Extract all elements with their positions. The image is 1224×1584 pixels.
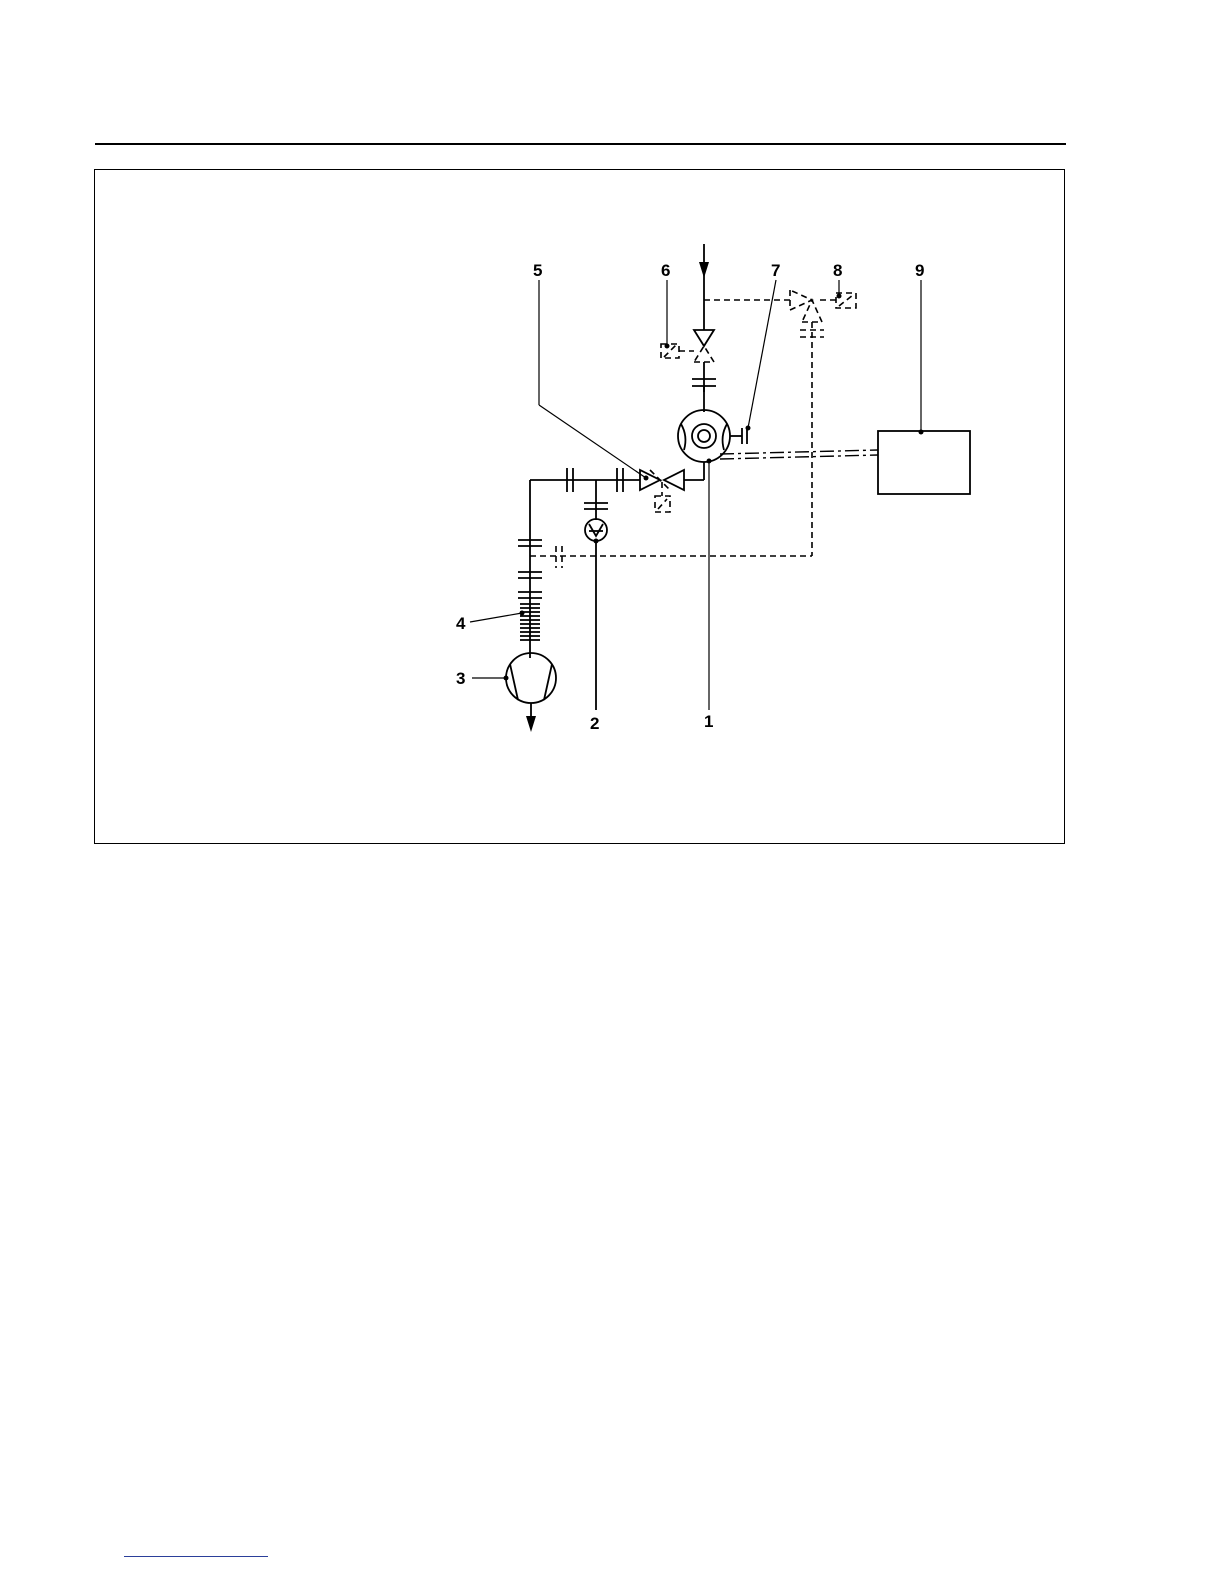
inlet-arrow — [699, 244, 709, 330]
label-1: 1 — [704, 712, 713, 731]
bypass-valve — [790, 290, 856, 556]
controller-box — [878, 431, 970, 494]
label-6: 6 — [661, 261, 670, 280]
label-4: 4 — [456, 614, 466, 633]
foreline-pipe — [530, 468, 640, 658]
leader-lines — [470, 280, 924, 710]
inlet-valve — [692, 330, 716, 412]
label-5: 5 — [533, 261, 542, 280]
label-7: 7 — [771, 261, 780, 280]
label-9: 9 — [915, 261, 924, 280]
backing-pump — [506, 653, 556, 732]
controller-cable — [720, 450, 878, 459]
turbo-pump — [678, 410, 747, 480]
label-3: 3 — [456, 669, 465, 688]
label-8: 8 — [833, 261, 842, 280]
label-2: 2 — [590, 714, 599, 733]
pressure-gauge — [584, 480, 608, 710]
dashed-return-line — [530, 546, 812, 568]
